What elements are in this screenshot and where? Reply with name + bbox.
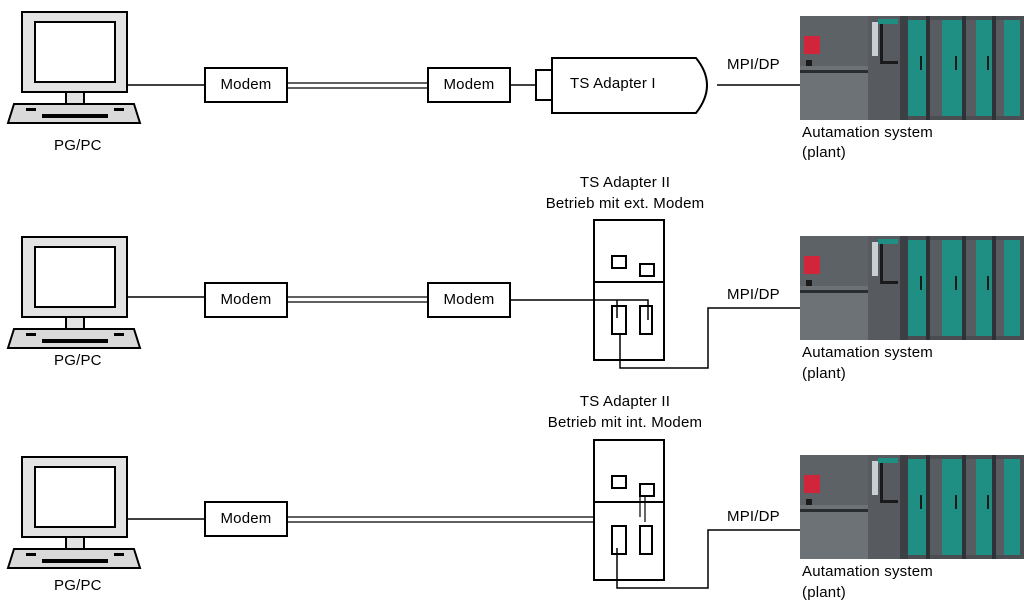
ts-adapter-1-icon xyxy=(551,57,708,114)
computer-icon xyxy=(7,11,141,124)
modem-label: Modem xyxy=(443,291,495,308)
modem-box-3 xyxy=(204,282,288,318)
ts-adapter-2-label: TS Adapter II xyxy=(579,393,671,410)
mode-int-modem-label: Betrieb mit int. Modem xyxy=(547,414,703,431)
computer-icon xyxy=(7,456,141,569)
ts-adapter-2-label: TS Adapter II xyxy=(579,174,671,191)
automation-system-icon xyxy=(800,16,1024,120)
modem-label: Modem xyxy=(220,76,272,93)
plant-label: (plant) xyxy=(802,365,846,382)
automation-label: Autamation system xyxy=(802,124,933,141)
modem-label: Modem xyxy=(220,510,272,527)
modem-box-1 xyxy=(204,67,288,103)
modem-label: Modem xyxy=(220,291,272,308)
pgpc-label: PG/PC xyxy=(54,577,102,594)
pgpc-label: PG/PC xyxy=(54,137,102,154)
pgpc-label: PG/PC xyxy=(54,352,102,369)
computer-icon xyxy=(7,236,141,349)
automation-label: Autamation system xyxy=(802,563,933,580)
ts-adapter-2-icon xyxy=(593,219,665,361)
modem-label: Modem xyxy=(443,76,495,93)
modem-box-2 xyxy=(427,67,511,103)
plant-label: (plant) xyxy=(802,144,846,161)
mpi-dp-label: MPI/DP xyxy=(727,508,780,525)
modem-box-4 xyxy=(427,282,511,318)
modem-box-5 xyxy=(204,501,288,537)
automation-system-icon xyxy=(800,236,1024,340)
automation-system-icon xyxy=(800,455,1024,559)
mpi-dp-label: MPI/DP xyxy=(727,56,780,73)
mode-ext-modem-label: Betrieb mit ext. Modem xyxy=(545,195,705,212)
ts-adapter-connector xyxy=(535,69,553,101)
automation-label: Autamation system xyxy=(802,344,933,361)
ts-adapter-1-label: TS Adapter I xyxy=(570,75,656,92)
plant-label: (plant) xyxy=(802,584,846,601)
mpi-dp-label: MPI/DP xyxy=(727,286,780,303)
ts-adapter-2-icon xyxy=(593,439,665,581)
